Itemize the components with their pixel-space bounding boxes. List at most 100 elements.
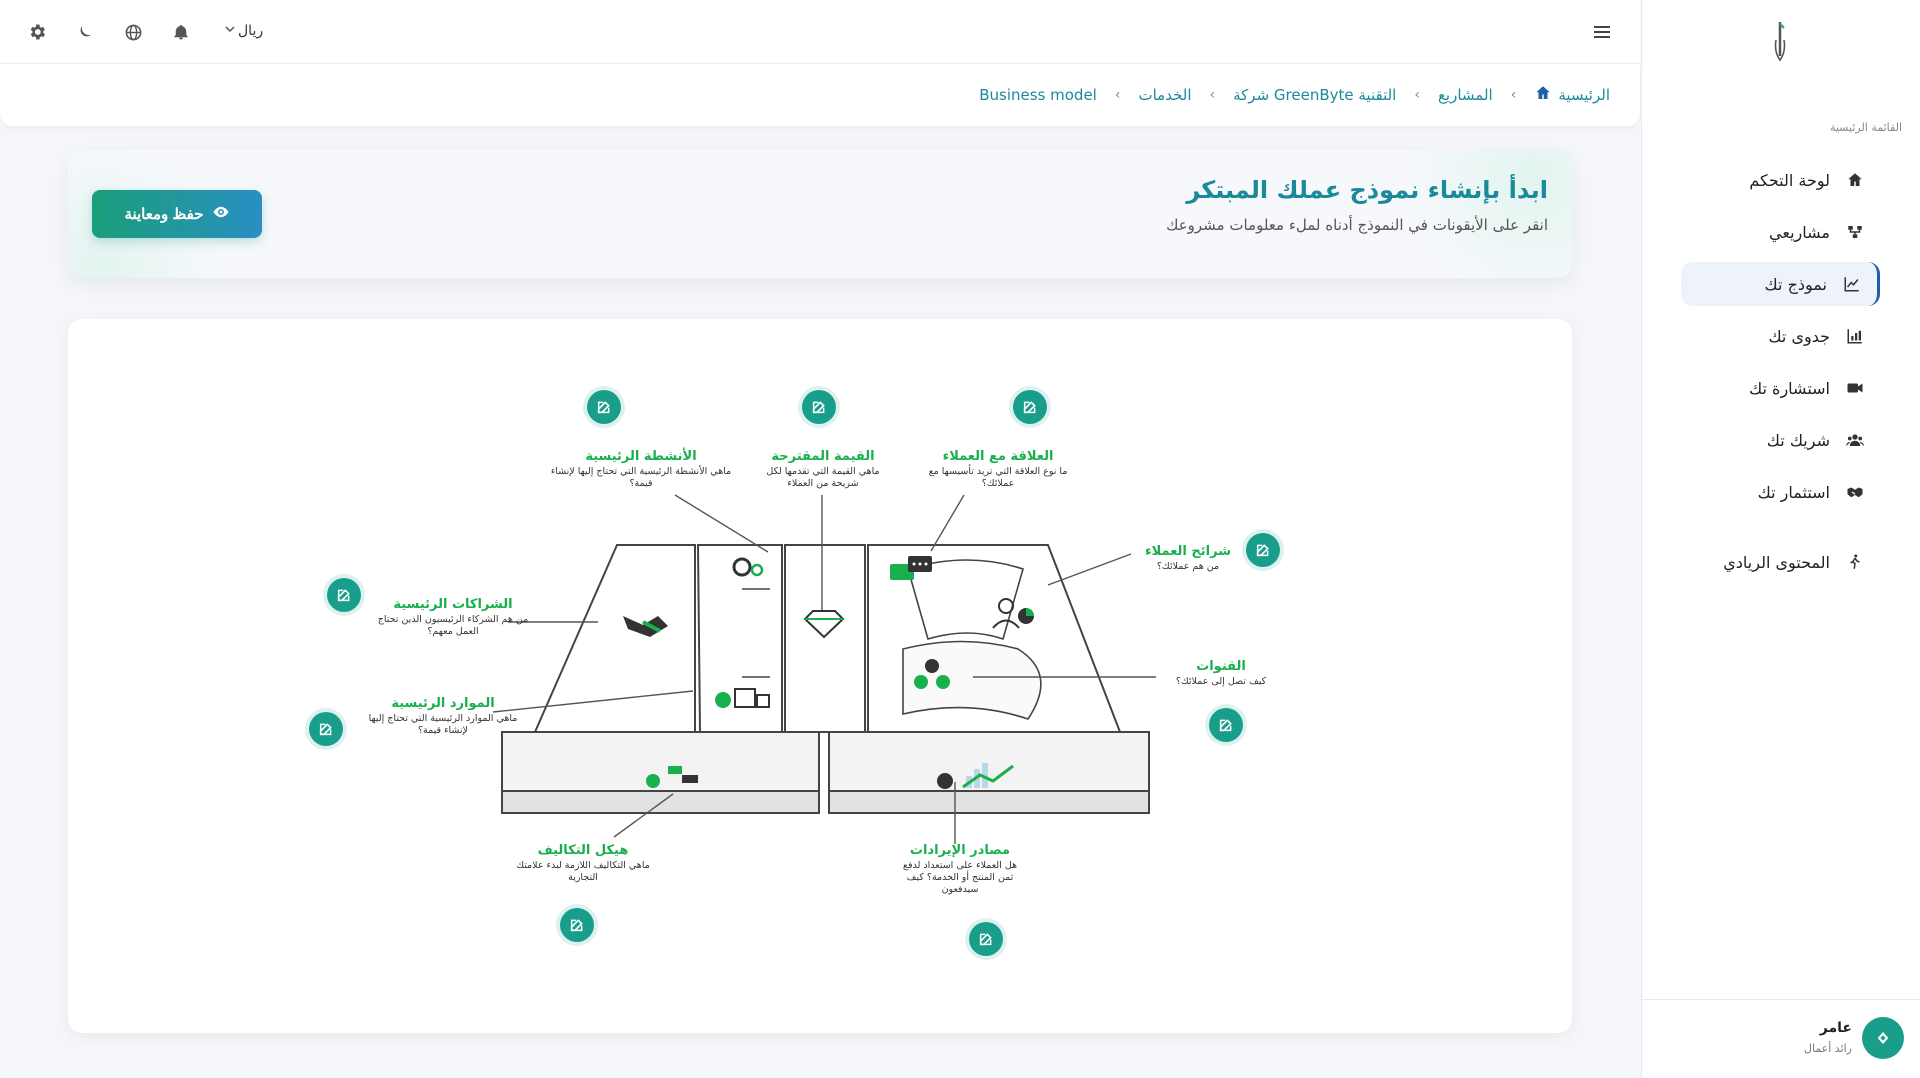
edit-customer-relationships-button[interactable] (1013, 390, 1047, 424)
revenue-icon (937, 763, 1014, 789)
edit-value-proposition-button[interactable] (802, 390, 836, 424)
sidebar-item-label: لوحة التحكم (1749, 170, 1830, 190)
gear-icon[interactable] (27, 22, 47, 42)
page-subtitle: انقر على الأيقونات في النموذج أدناه لملء… (1166, 216, 1548, 234)
block-question: ماهي التكاليف اللازمة لبدء علامتك التجار… (516, 860, 650, 883)
hero-card: ابدأ بإنشاء نموذج عملك المبتكر انقر على … (68, 150, 1572, 278)
eye-icon (212, 203, 230, 225)
sidebar-item-label: شريك تك (1766, 430, 1830, 450)
menu-section-title: القائمة الرئيسية (1829, 121, 1902, 134)
edit-revenue-streams-button[interactable] (969, 922, 1003, 956)
gears-icon (732, 557, 764, 577)
customer-segment-icon (992, 598, 1034, 629)
breadcrumb-services[interactable]: الخدمات (1138, 86, 1192, 104)
breadcrumb-home[interactable]: الرئيسية (1534, 84, 1610, 106)
block-question: من هم عملائك؟ (1156, 561, 1220, 572)
key-partners-label: الشراكات الرئيسية من هم الشركاء الرئيسيو… (373, 597, 533, 638)
sidebar-item-label: استشارة تك (1749, 378, 1830, 398)
key-resources-label: الموارد الرئيسية ماهي الموارد الرئيسية ا… (363, 696, 523, 737)
edit-icon (979, 933, 992, 946)
user-role: رائد أعمال (1803, 1042, 1852, 1055)
block-question: هل العملاء على استعداد لدفع ثمن المنتج أ… (902, 860, 1018, 895)
video-icon (1844, 377, 1866, 399)
customer-relationships-label: العلاقة مع العملاء ما نوع العلاقة التي ت… (928, 449, 1068, 490)
customer-segments-label: شرائح العملاء من هم عملائك؟ (1118, 544, 1258, 573)
block-title: الشراكات الرئيسية (393, 597, 513, 612)
nav-separator (1641, 522, 1920, 540)
edit-cost-structure-button[interactable] (560, 908, 594, 942)
edit-icon (1023, 401, 1036, 414)
edit-customer-segments-button[interactable] (1246, 533, 1280, 567)
save-preview-label: حفظ ومعاينة (124, 206, 204, 223)
block-question: ماهي الأنشطة الرئيسية التي تحتاج إليها ل… (550, 466, 732, 489)
currency-selector[interactable]: ريال (224, 23, 263, 39)
sidebar-item-partner[interactable]: شريك تك (1681, 418, 1880, 462)
sidebar-item-dashboard[interactable]: لوحة التحكم (1681, 158, 1880, 202)
breadcrumb: الرئيسية ‹ المشاريع ‹ شركة GreenByte الت… (0, 64, 1640, 126)
save-preview-button[interactable]: حفظ ومعاينة (92, 190, 262, 238)
diamond-icon (1877, 1032, 1889, 1044)
block-title: مصادر الإيرادات (909, 843, 1011, 858)
hamburger-icon[interactable] (1592, 22, 1612, 42)
currency-label: ريال (238, 23, 264, 39)
edit-icon (570, 919, 583, 932)
edit-key-partners-button[interactable] (327, 578, 361, 612)
breadcrumb-label: الرئيسية (1558, 86, 1610, 104)
sidebar-item-investment[interactable]: استثمار تك (1681, 470, 1880, 514)
block-title: شرائح العملاء (1144, 544, 1231, 559)
edit-icon (319, 723, 332, 736)
chevron-left-icon: ‹ (1209, 87, 1216, 103)
block-question: كيف تصل إلى عملائك؟ (1175, 676, 1267, 687)
breadcrumb-projects[interactable]: المشاريع (1437, 86, 1493, 104)
bar-chart-icon (1844, 325, 1866, 347)
sidebar-item-feasibility[interactable]: جدوى تك (1681, 314, 1880, 358)
globe-icon[interactable] (123, 22, 143, 42)
breadcrumb-company[interactable]: شركة GreenByte التقنية (1233, 86, 1397, 104)
value-proposition-label: القيمة المقترحة ماهي القيمة التي تقدمها … (753, 449, 893, 490)
block-title: القنوات (1196, 659, 1246, 674)
moon-icon[interactable] (75, 22, 95, 42)
edit-channels-button[interactable] (1209, 708, 1243, 742)
block-title: الموارد الرئيسية (391, 696, 495, 711)
block-question: ما نوع العلاقة التي تريد تأسيسها مع عملا… (928, 466, 1068, 489)
chevron-down-icon (224, 23, 236, 39)
user-profile[interactable]: عامر رائد أعمال (1641, 999, 1920, 1078)
business-model-canvas-diagram (492, 494, 1156, 844)
top-bar: ريال (0, 0, 1640, 64)
sidebar-item-label: المحتوى الريادي (1723, 552, 1830, 572)
sidebar: القائمة الرئيسية لوحة التحكم مشاريعي نمو… (1641, 0, 1920, 1078)
business-model-canvas-card: الأنشطة الرئيسية ماهي الأنشطة الرئيسية ا… (68, 319, 1572, 1033)
sidebar-item-label: مشاريعي (1769, 222, 1830, 242)
chat-icon (890, 556, 932, 580)
sidebar-item-consultation[interactable]: استشارة تك (1681, 366, 1880, 410)
users-icon (1844, 429, 1866, 451)
sidebar-item-entrepreneurial-content[interactable]: المحتوى الريادي (1681, 540, 1880, 584)
block-title: القيمة المقترحة (771, 449, 875, 464)
chevron-left-icon: ‹ (1510, 87, 1517, 103)
cost-structure-label: هيكل التكاليف ماهي التكاليف اللازمة لبدء… (508, 843, 658, 884)
block-question: من هم الشركاء الرئيسيون الذين تحتاج العم… (377, 614, 529, 637)
sidebar-nav: لوحة التحكم مشاريعي نموذج تك جدوى تك است… (1641, 158, 1920, 592)
breadcrumb-business-model[interactable]: Business model (979, 86, 1097, 104)
sidebar-item-projects[interactable]: مشاريعي (1681, 210, 1880, 254)
page-title: ابدأ بإنشاء نموذج عملك المبتكر (1186, 176, 1548, 204)
block-title: هيكل التكاليف (537, 843, 629, 858)
avatar (1862, 1017, 1904, 1059)
edit-icon (1256, 544, 1269, 557)
chart-line-icon (1841, 273, 1863, 295)
edit-icon (597, 401, 610, 414)
chevron-left-icon: ‹ (1414, 87, 1420, 103)
bell-icon[interactable] (171, 22, 191, 42)
edit-key-resources-button[interactable] (309, 712, 343, 746)
projects-icon (1844, 221, 1866, 243)
key-activities-label: الأنشطة الرئيسية ماهي الأنشطة الرئيسية ا… (541, 449, 741, 490)
sidebar-item-label: جدوى تك (1768, 326, 1830, 346)
app-logo (1772, 20, 1788, 62)
resources-icon (715, 688, 770, 708)
person-walking-icon (1844, 551, 1866, 573)
edit-icon (337, 589, 350, 602)
edit-key-activities-button[interactable] (587, 390, 621, 424)
sidebar-item-business-model[interactable]: نموذج تك (1681, 262, 1880, 306)
diamond-icon (803, 610, 845, 639)
cost-icon (646, 766, 698, 788)
